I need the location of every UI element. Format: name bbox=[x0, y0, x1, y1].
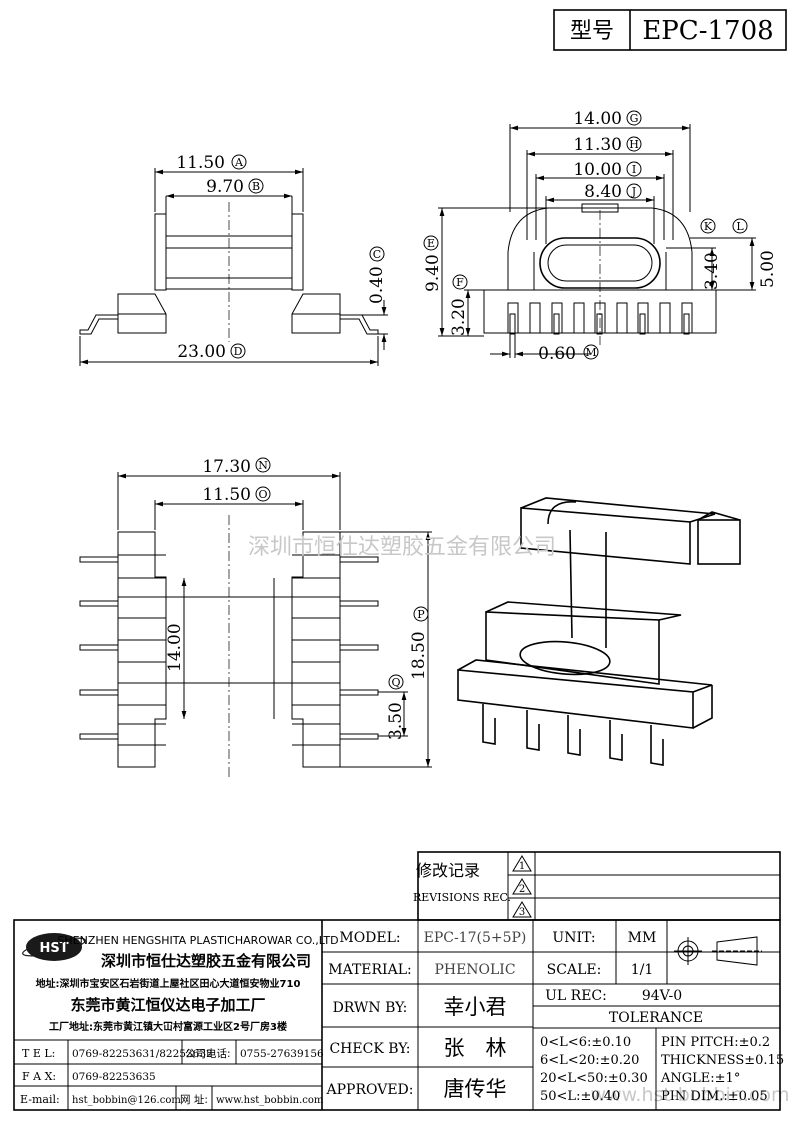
company-logo bbox=[26, 933, 82, 961]
unit-value: MM bbox=[628, 930, 657, 946]
dim-h-marker: H bbox=[629, 138, 639, 151]
dim-q-marker: Q bbox=[391, 676, 400, 689]
dim-p-marker: P bbox=[417, 608, 425, 621]
factory-name: 东莞市黄江恒仪达电子加工厂 bbox=[70, 996, 265, 1014]
ul-label: UL REC: bbox=[545, 988, 607, 1004]
dim-o-value: 11.50 bbox=[202, 485, 251, 505]
dim-b-marker: B bbox=[252, 180, 260, 193]
tolerance-label: TOLERANCE bbox=[609, 1010, 703, 1026]
pin-dim: PIN DIM.:±0.05 bbox=[661, 1089, 768, 1104]
material-label: MATERIAL: bbox=[328, 962, 411, 978]
scale-label: SCALE: bbox=[547, 962, 602, 978]
logo-text: HST bbox=[39, 941, 68, 956]
dim-h-value: 11.30 bbox=[573, 135, 622, 155]
watermark-top: 深圳市恒仕达塑胶五金有限公司 bbox=[248, 535, 556, 560]
dim-o-marker: O bbox=[258, 488, 267, 501]
dim-a-marker: A bbox=[234, 156, 244, 169]
company-address: 地址:深圳市宝安区石岩街道上屋社区田心大道恒安物业710 bbox=[36, 977, 301, 990]
revisions-table: 修改记录 REVISIONS REC. 1 2 3 bbox=[413, 851, 781, 921]
approved-value: 唐传华 bbox=[444, 1077, 507, 1101]
company-name-en: SHENZHEN HENGSHITA PLASTICHAROWAR CO.,LT… bbox=[57, 934, 338, 947]
tel-value: 0769-82253631/82253632 bbox=[72, 1048, 213, 1060]
email-label: E-mail: bbox=[20, 1093, 60, 1106]
dim-k-marker: K bbox=[704, 220, 713, 233]
web-label: 网 址: bbox=[180, 1093, 208, 1106]
front-view: 11.50 A 9.70 B 0.40 C 23.00 D bbox=[79, 153, 388, 366]
check-value: 张 林 bbox=[444, 1036, 507, 1060]
company-phone-label: 公司电话: bbox=[185, 1047, 231, 1060]
dim-g-marker: G bbox=[630, 112, 639, 125]
company-name-cn: 深圳市恒仕达塑胶五金有限公司 bbox=[101, 952, 311, 970]
dim-d-value: 23.00 bbox=[177, 342, 226, 362]
tolerance-2: 6<L<20:±0.20 bbox=[540, 1053, 639, 1068]
factory-address: 工厂地址:东莞市黄江镇大冚村富源工业区2号厂房3楼 bbox=[49, 1020, 287, 1033]
dim-j-marker: J bbox=[631, 185, 636, 198]
revisions-title-cn: 修改记录 bbox=[416, 861, 480, 880]
dim-l-marker: L bbox=[736, 220, 744, 233]
tolerance-4: 50<L:±0.40 bbox=[540, 1089, 620, 1104]
dim-n-marker: N bbox=[258, 459, 268, 472]
material-value: PHENOLIC bbox=[434, 962, 515, 978]
header-model-label: 型号 bbox=[570, 19, 614, 44]
dim-c-value: 0.40 bbox=[367, 266, 387, 304]
title-block bbox=[13, 919, 781, 1111]
dim-k-value: 3.40 bbox=[702, 252, 722, 290]
email-value: hst_bobbin@126.com bbox=[72, 1095, 181, 1106]
title-block-fields: MODEL: EPC-17(5+5P) MATERIAL: PHENOLIC D… bbox=[326, 930, 785, 1104]
dim-inner-value: 14.00 bbox=[165, 623, 185, 672]
dim-a-value: 11.50 bbox=[176, 153, 225, 173]
dim-c-marker: C bbox=[373, 248, 381, 261]
angle: ANGLE:±1° bbox=[660, 1071, 740, 1086]
tolerance-1: 0<L<6:±0.10 bbox=[540, 1035, 631, 1050]
dim-d-marker: D bbox=[234, 345, 243, 358]
dim-m-value: 0.60 bbox=[538, 344, 576, 364]
dim-i-value: 10.00 bbox=[573, 160, 622, 180]
model-value: EPC-17(5+5P) bbox=[424, 930, 527, 946]
dim-i-marker: I bbox=[632, 163, 636, 176]
dim-e-marker: E bbox=[427, 237, 435, 250]
model-label: MODEL: bbox=[339, 930, 400, 946]
drawn-value: 幸小君 bbox=[444, 995, 507, 1019]
dim-e-value: 9.40 bbox=[423, 254, 443, 292]
bottom-view: 17.30 N 11.50 O 14.00 18.50 P 3.50 Q bbox=[79, 457, 432, 780]
thickness: THICKNESS±0.15 bbox=[661, 1053, 784, 1068]
scale-value: 1/1 bbox=[631, 962, 654, 978]
revision-mark-3: 3 bbox=[519, 907, 525, 918]
approved-label: APPROVED: bbox=[326, 1082, 414, 1098]
dim-m-marker: M bbox=[585, 346, 596, 359]
dim-p-value: 18.50 bbox=[409, 631, 429, 680]
check-label: CHECK BY: bbox=[329, 1041, 410, 1057]
model-header: 型号 EPC-1708 bbox=[553, 9, 787, 51]
dim-f-value: 3.20 bbox=[449, 298, 469, 336]
dim-b-value: 9.70 bbox=[206, 177, 244, 197]
company-phone-value: 0755-27639156 bbox=[240, 1048, 324, 1060]
fax-label: F A X: bbox=[22, 1070, 56, 1083]
dim-l-value: 5.00 bbox=[758, 250, 778, 288]
pin-pitch: PIN PITCH:±0.2 bbox=[661, 1035, 770, 1050]
company-block: HST SHENZHEN HENGSHITA PLASTICHAROWAR CO… bbox=[20, 933, 339, 1106]
ul-value: 94V-0 bbox=[642, 988, 682, 1004]
header-model-value: EPC-1708 bbox=[642, 16, 773, 46]
projection-symbol-icon bbox=[674, 936, 762, 966]
revision-mark-1: 1 bbox=[519, 861, 525, 872]
dim-g-value: 14.00 bbox=[573, 109, 622, 129]
dim-q-value: 3.50 bbox=[386, 702, 406, 740]
dim-n-value: 17.30 bbox=[202, 457, 251, 477]
revision-mark-2: 2 bbox=[519, 884, 525, 895]
drawn-label: DRWN BY: bbox=[333, 1000, 408, 1016]
revisions-title-en: REVISIONS REC. bbox=[413, 891, 511, 904]
unit-label: UNIT: bbox=[552, 930, 595, 946]
web-value: www.hst_bobbin.com bbox=[216, 1095, 324, 1106]
tolerance-3: 20<L<50:±0.30 bbox=[540, 1071, 648, 1086]
isometric-view bbox=[457, 497, 741, 766]
fax-value: 0769-82253635 bbox=[72, 1071, 156, 1083]
side-view: 14.00 G 11.30 H 10.00 I 8.40 J 9.40 E 3.… bbox=[423, 109, 778, 364]
dim-j-value: 8.40 bbox=[584, 182, 622, 202]
dim-f-marker: F bbox=[456, 276, 464, 289]
tel-label: T E L: bbox=[22, 1047, 55, 1060]
watermark-bottom: www.hst-bobbin.com bbox=[591, 1084, 790, 1106]
